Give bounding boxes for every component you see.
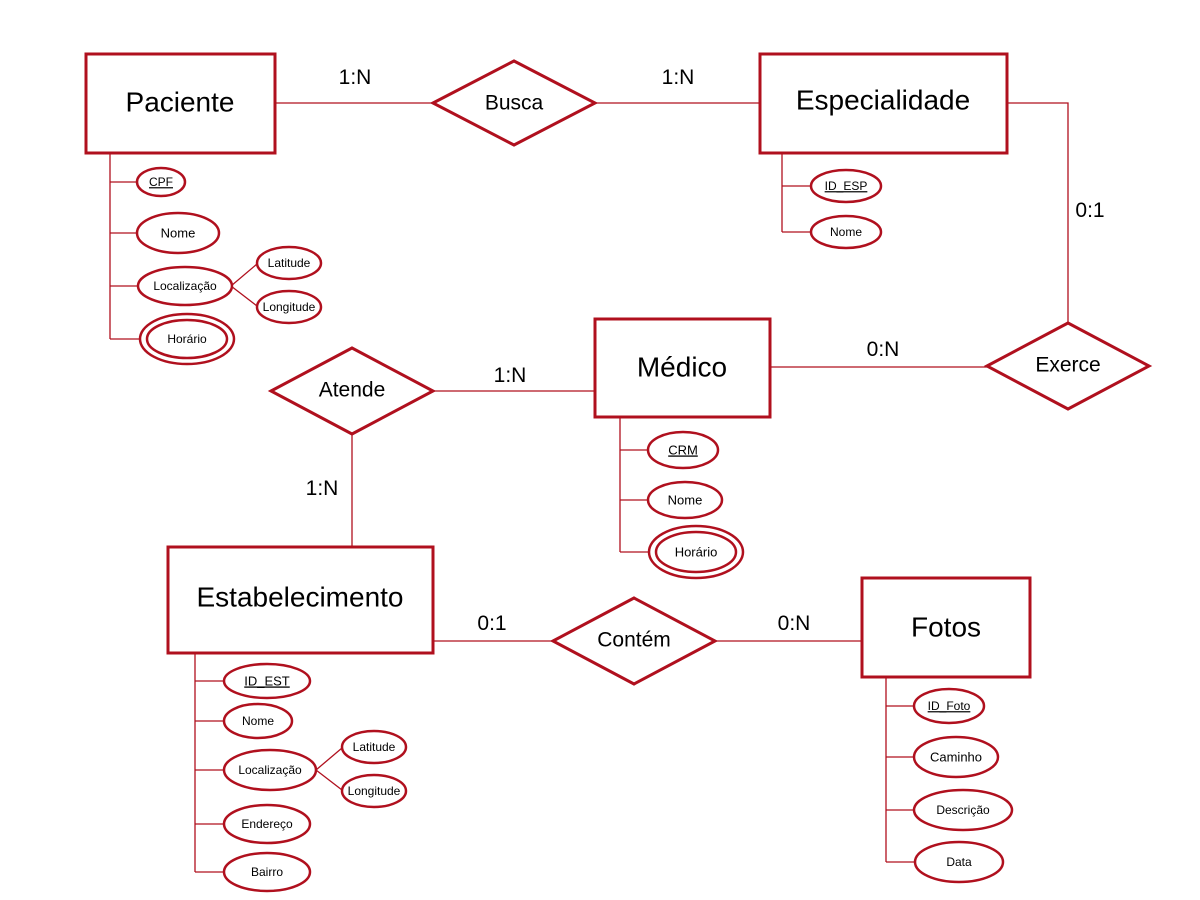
cardinality-paciente-busca: 1:N bbox=[339, 66, 372, 89]
cardinalities: 1:N 1:N 0:1 0:N 1:N 1:N 0:1 0:N bbox=[306, 66, 1105, 635]
attribute-label-key: ID_ESP bbox=[825, 179, 868, 193]
relationship-exerce: Exerce bbox=[983, 321, 1153, 411]
attribute-paciente-latitude: Latitude bbox=[255, 245, 323, 281]
attribute-estabelecimento-longitude: Longitude bbox=[340, 773, 408, 809]
relationship-lines bbox=[275, 102, 1069, 642]
entity-label: Paciente bbox=[126, 86, 235, 117]
attribute-especialidade-id-esp: ID_ESP bbox=[809, 168, 883, 204]
cardinality-medico-exerce: 0:N bbox=[867, 338, 900, 361]
attribute-estabelecimento-latitude: Latitude bbox=[340, 729, 408, 765]
cardinality-atende-estabelecimento: 1:N bbox=[306, 477, 339, 500]
entity-paciente: Paciente bbox=[84, 52, 277, 155]
attribute-fotos-caminho: Caminho bbox=[912, 735, 1000, 779]
attribute-paciente-longitude: Longitude bbox=[255, 289, 323, 325]
cardinality-especialidade-exerce: 0:1 bbox=[1075, 199, 1104, 222]
entity-estabelecimento: Estabelecimento bbox=[166, 545, 435, 655]
attribute-label: Nome bbox=[668, 492, 703, 507]
entity-medico: Médico bbox=[593, 317, 772, 419]
attribute-label: Longitude bbox=[348, 784, 401, 798]
attribute-label: Localização bbox=[153, 279, 217, 293]
attribute-label: Descrição bbox=[936, 803, 990, 817]
cardinality-contem-fotos: 0:N bbox=[778, 612, 811, 635]
attribute-label: Latitude bbox=[268, 256, 311, 270]
attribute-label-key: ID_EST bbox=[244, 673, 290, 688]
attribute-paciente-localizacao: Localização bbox=[136, 265, 234, 307]
attribute-fotos-descricao: Descrição bbox=[912, 788, 1014, 832]
entity-label: Estabelecimento bbox=[196, 581, 403, 612]
attribute-estabelecimento-id-est: ID_EST bbox=[222, 662, 312, 700]
entity-especialidade: Especialidade bbox=[758, 52, 1009, 155]
attribute-label: Latitude bbox=[353, 740, 396, 754]
attribute-medico-nome: Nome bbox=[646, 480, 724, 520]
attribute-label: Nome bbox=[161, 225, 196, 240]
relationship-label: Atende bbox=[319, 379, 386, 402]
relationship-atende: Atende bbox=[267, 346, 437, 436]
attribute-label: Longitude bbox=[263, 300, 316, 314]
entity-label: Médico bbox=[637, 351, 727, 382]
attribute-estabelecimento-localizacao: Localização bbox=[222, 748, 318, 792]
cardinality-estabelecimento-contem: 0:1 bbox=[477, 612, 506, 635]
attribute-label-key: CRM bbox=[668, 442, 698, 457]
attribute-label: Bairro bbox=[251, 865, 283, 879]
relationship-label: Contém bbox=[597, 629, 671, 652]
attribute-fotos-id-foto: ID_Foto bbox=[912, 687, 986, 725]
attribute-label: Horário bbox=[675, 544, 718, 559]
attribute-label: Data bbox=[946, 855, 972, 869]
relationship-label: Exerce bbox=[1035, 354, 1100, 377]
cardinality-busca-especialidade: 1:N bbox=[662, 66, 695, 89]
attribute-label: Nome bbox=[242, 714, 274, 728]
attribute-estabelecimento-endereco: Endereço bbox=[222, 803, 312, 845]
cardinality-atende-medico: 1:N bbox=[494, 364, 527, 387]
attribute-paciente-nome: Nome bbox=[135, 211, 221, 255]
entity-label: Fotos bbox=[911, 611, 981, 642]
attribute-label-key: CPF bbox=[149, 175, 173, 189]
relationship-label: Busca bbox=[485, 92, 544, 115]
attribute-medico-crm: CRM bbox=[646, 430, 720, 470]
attribute-paciente-horario: Horário bbox=[138, 312, 236, 366]
attribute-lines bbox=[109, 153, 914, 873]
attribute-label: Endereço bbox=[241, 817, 293, 831]
attribute-label: Nome bbox=[830, 225, 862, 239]
attribute-label: Localização bbox=[238, 763, 302, 777]
attribute-medico-horario: Horário bbox=[647, 524, 745, 580]
relationship-contem: Contém bbox=[549, 596, 719, 686]
attribute-label: Caminho bbox=[930, 749, 982, 764]
attribute-estabelecimento-bairro: Bairro bbox=[222, 851, 312, 893]
relationship-busca: Busca bbox=[429, 59, 599, 147]
attribute-estabelecimento-nome: Nome bbox=[222, 702, 294, 740]
attribute-fotos-data: Data bbox=[913, 840, 1005, 884]
attribute-paciente-cpf: CPF bbox=[135, 166, 187, 198]
attribute-label-key: ID_Foto bbox=[928, 699, 971, 713]
entity-label: Especialidade bbox=[796, 84, 970, 115]
attribute-especialidade-nome: Nome bbox=[809, 214, 883, 250]
entity-fotos: Fotos bbox=[860, 576, 1032, 679]
attribute-label: Horário bbox=[167, 332, 207, 346]
